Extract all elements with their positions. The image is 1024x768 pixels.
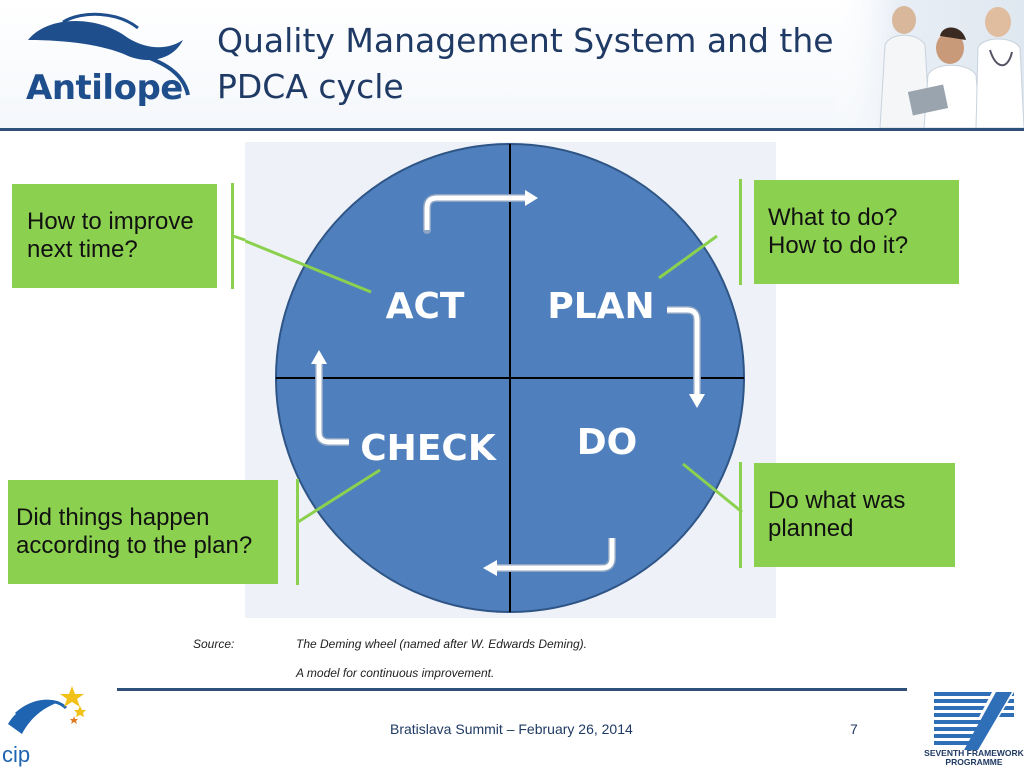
label-plan: PLAN bbox=[547, 286, 654, 327]
pdca-wheel: ACT PLAN CHECK DO bbox=[245, 143, 745, 613]
arrow-check-to-act-icon bbox=[311, 350, 349, 446]
antilope-logo: Antilope bbox=[8, 10, 193, 110]
page-number: 7 bbox=[850, 721, 858, 737]
arrow-do-to-check-icon bbox=[483, 538, 616, 576]
cip-logo: cip bbox=[2, 686, 86, 767]
callout-do: Do what was planned bbox=[754, 463, 955, 567]
label-do: DO bbox=[577, 422, 638, 463]
fp7-text-1: SEVENTH FRAMEWORK bbox=[924, 748, 1024, 758]
callout-act-line-2: next time? bbox=[27, 236, 138, 263]
callout-check-line-2: according to the plan? bbox=[16, 532, 253, 559]
seven-icon bbox=[934, 692, 1014, 750]
source-line-2: A model for continuous improvement. bbox=[296, 666, 495, 680]
connector-do bbox=[682, 462, 743, 514]
star-icon bbox=[60, 686, 84, 707]
source-label: Source: bbox=[193, 637, 235, 651]
fp7-text-2: PROGRAMME bbox=[945, 757, 1002, 767]
header-rule bbox=[0, 128, 1024, 131]
connector-plan bbox=[658, 234, 718, 280]
logo-text: Antilope bbox=[26, 68, 183, 108]
antelope-icon bbox=[28, 12, 190, 96]
label-check: CHECK bbox=[360, 428, 497, 469]
cip-text: cip bbox=[2, 742, 30, 767]
callout-do-bracket bbox=[739, 462, 742, 568]
callout-plan-line-2: How to do it? bbox=[768, 232, 909, 259]
callout-do-line-2: planned bbox=[768, 515, 854, 542]
callout-do-line-1: Do what was bbox=[768, 487, 906, 514]
swoosh-icon bbox=[8, 700, 60, 734]
title-line-1: Quality Management System and the bbox=[217, 21, 834, 60]
callout-plan-line-1: What to do? bbox=[768, 204, 898, 231]
callout-plan: What to do? How to do it? bbox=[754, 180, 959, 284]
label-act: ACT bbox=[386, 286, 465, 327]
callout-act-bracket bbox=[231, 183, 234, 289]
page-title: Quality Management System and the PDCA c… bbox=[217, 18, 834, 110]
fp7-logo: SEVENTH FRAMEWORK PROGRAMME bbox=[924, 692, 1024, 767]
arrow-plan-to-do-icon bbox=[667, 306, 705, 408]
title-line-2: PDCA cycle bbox=[217, 67, 404, 106]
callout-check-bracket bbox=[296, 479, 299, 585]
connector-check bbox=[297, 468, 381, 524]
source-line-1: The Deming wheel (named after W. Edwards… bbox=[296, 637, 587, 651]
connector-act bbox=[245, 239, 372, 294]
arrow-act-to-plan-icon bbox=[423, 190, 538, 234]
callout-act: How to improve next time? bbox=[12, 184, 217, 288]
callout-check-line-1: Did things happen bbox=[16, 504, 210, 531]
callout-act-line-1: How to improve bbox=[27, 208, 194, 235]
footer-event: Bratislava Summit – February 26, 2014 bbox=[390, 721, 633, 737]
medical-staff-photo bbox=[830, 0, 1024, 128]
footer-rule bbox=[117, 688, 907, 691]
connector-act-ext bbox=[232, 234, 246, 242]
callout-plan-bracket bbox=[739, 179, 742, 285]
callout-check: Did things happen according to the plan? bbox=[8, 480, 278, 584]
